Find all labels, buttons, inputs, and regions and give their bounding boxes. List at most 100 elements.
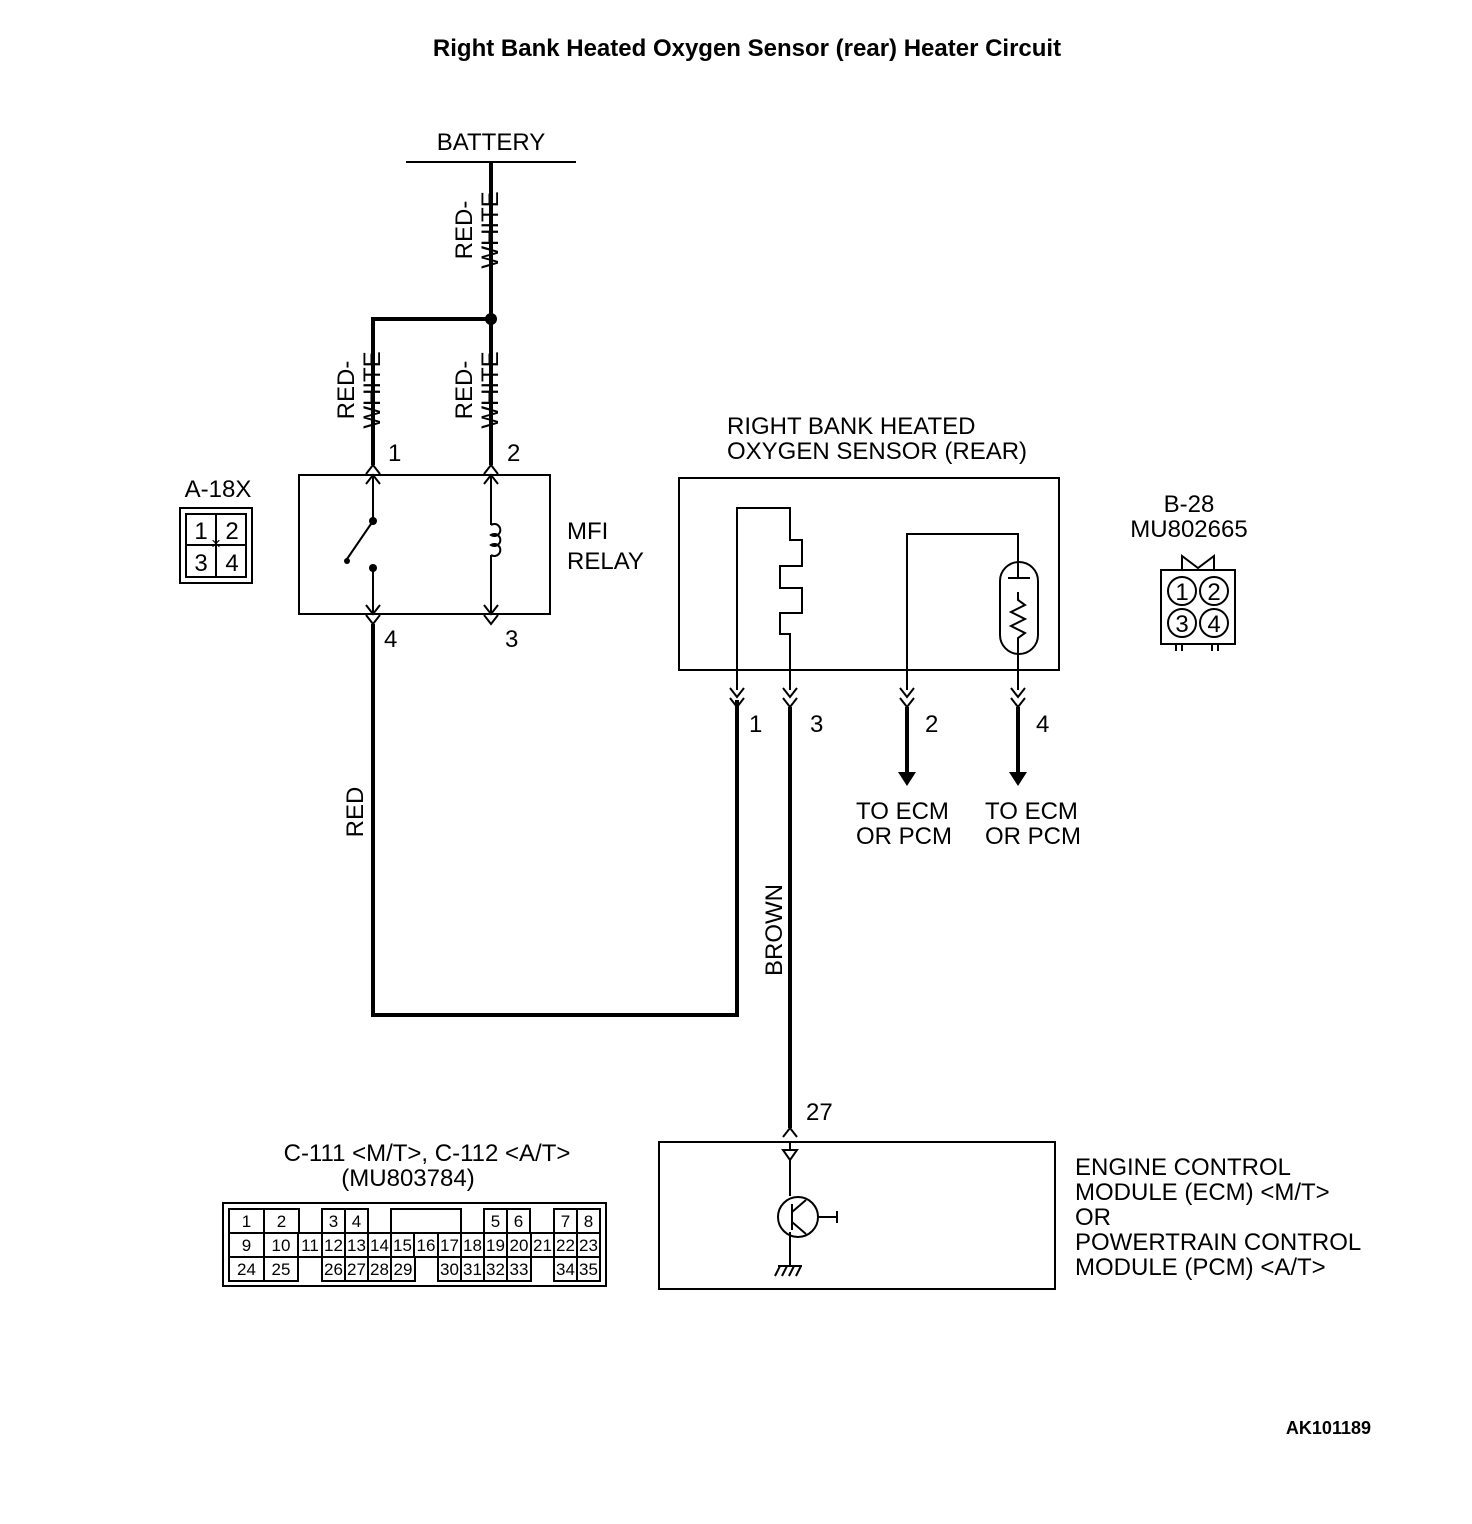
- svg-text:WHITE: WHITE: [359, 351, 386, 428]
- wire-label-relay-pin2: RED- WHITE: [451, 351, 504, 428]
- wire-label-red: RED: [342, 787, 369, 838]
- relay-pin2-arrow: [483, 463, 499, 475]
- connector-c111-pin: 11: [301, 1236, 319, 1255]
- oxygen-sensor-label: RIGHT BANK HEATED: [727, 413, 975, 440]
- svg-text:MODULE (ECM) <M/T>: MODULE (ECM) <M/T>: [1075, 1179, 1330, 1206]
- connector-c111-pin: 18: [463, 1236, 482, 1255]
- sensor-pin3-label: 3: [810, 711, 823, 738]
- connector-c111-pin: 9: [242, 1236, 251, 1255]
- sensor-pin2-label: 2: [925, 711, 938, 738]
- connector-c111-part: (MU803784): [341, 1165, 474, 1192]
- svg-text:OR PCM: OR PCM: [856, 823, 952, 850]
- svg-text:3: 3: [1175, 611, 1188, 638]
- connector-c111-pin: 25: [272, 1260, 291, 1279]
- svg-text:2: 2: [1207, 579, 1220, 606]
- svg-text:1: 1: [194, 518, 207, 545]
- connector-c111-pin: 4: [352, 1212, 361, 1231]
- sensing-lead: [906, 533, 1019, 690]
- svg-text:WHITE: WHITE: [477, 191, 504, 268]
- output-label-2: TO ECM: [985, 798, 1078, 825]
- ecm-pin27-label: 27: [806, 1099, 833, 1126]
- sensor-pin1-arrow: [729, 687, 745, 699]
- relay-pin4-label: 4: [384, 626, 397, 653]
- connector-c111-cell: [263, 1256, 299, 1282]
- connector-c111-pin: 13: [347, 1236, 366, 1255]
- relay-coil: [489, 523, 502, 557]
- connector-c111-pin: 17: [440, 1236, 459, 1255]
- svg-text:RELAY: RELAY: [567, 548, 644, 575]
- figure-code: AK101189: [1286, 1418, 1371, 1438]
- connector-c111-pin: 26: [324, 1260, 343, 1279]
- connector-c111-pin: 23: [579, 1236, 598, 1255]
- oxygen-sensor: RIGHT BANK HEATED OXYGEN SENSOR (REAR) 1…: [678, 413, 1081, 850]
- connector-c111-cell: [576, 1256, 601, 1282]
- connector-c111-pin: 28: [370, 1260, 389, 1279]
- connector-c111-code: C-111 <M/T>, C-112 <A/T>: [284, 1140, 571, 1167]
- relay-pin3-label: 3: [505, 626, 518, 653]
- connector-c111-pin: 21: [533, 1236, 552, 1255]
- relay-switch-blade: [346, 520, 374, 560]
- mfi-relay-box: [298, 474, 551, 615]
- mfi-relay-label: MFI: [567, 518, 608, 545]
- connector-c111-pin: 24: [237, 1260, 256, 1279]
- svg-text:OR: OR: [1075, 1204, 1111, 1231]
- svg-text:POWERTRAIN CONTROL: POWERTRAIN CONTROL: [1075, 1229, 1361, 1256]
- connector-b28-part: MU802665: [1130, 516, 1247, 543]
- battery: BATTERY: [406, 129, 576, 163]
- relay-pin2-label: 2: [507, 440, 520, 467]
- svg-text:OR PCM: OR PCM: [985, 823, 1081, 850]
- connector-c111-pin: 19: [486, 1236, 505, 1255]
- svg-text:4: 4: [1207, 611, 1220, 638]
- sensor-pin4-arrow: [1010, 687, 1026, 699]
- relay-pin1-label: 1: [388, 440, 401, 467]
- svg-text:BROWN: BROWN: [761, 884, 788, 976]
- ecm-box: [658, 1141, 1056, 1290]
- connector-c111-pin: 32: [486, 1260, 505, 1279]
- wire-brown: BROWN 27: [761, 707, 833, 1138]
- svg-text:3: 3: [194, 550, 207, 577]
- svg-text:RED-: RED-: [451, 201, 478, 260]
- connector-c111-pin: 12: [324, 1236, 343, 1255]
- connector-c111-pin: 1: [242, 1212, 251, 1231]
- connector-c111-pin: 6: [514, 1212, 523, 1231]
- connector-c111-pin: 3: [329, 1212, 338, 1231]
- wire-battery-feed: RED- WHITE RED- WHITE RED- WHITE: [333, 162, 504, 465]
- svg-text:RED: RED: [342, 787, 369, 838]
- connector-c111-pin: 34: [556, 1260, 575, 1279]
- connector-b28: B-28 MU802665 1 2 3 4: [1130, 491, 1248, 651]
- connector-c111-pin: 29: [394, 1260, 413, 1279]
- output-label-1: TO ECM: [856, 798, 949, 825]
- ecm-transistor: [777, 1196, 819, 1238]
- svg-text:OXYGEN SENSOR (REAR): OXYGEN SENSOR (REAR): [727, 438, 1027, 465]
- connector-c111-pin: 31: [463, 1260, 482, 1279]
- splice-dot: [485, 313, 497, 325]
- wire-label-relay-pin1: RED- WHITE: [333, 351, 386, 428]
- relay-pin1-arrow: [365, 463, 381, 475]
- connector-c111-pin: 5: [491, 1212, 500, 1231]
- wire-label-battery-feed: RED- WHITE: [451, 191, 504, 268]
- ecm-pin27-arrow: [782, 1126, 798, 1138]
- sensor-pin1-label: 1: [749, 711, 762, 738]
- connector-c111-pin: 35: [579, 1260, 598, 1279]
- diagram-title: Right Bank Heated Oxygen Sensor (rear) H…: [433, 35, 1061, 62]
- connector-c111-pin: 30: [440, 1260, 459, 1279]
- connector-c111-pin: 20: [510, 1236, 529, 1255]
- connector-c111-pin: 33: [510, 1260, 529, 1279]
- connector-c111-pin: 2: [277, 1212, 286, 1231]
- connector-c111-pin: 7: [561, 1212, 570, 1231]
- wire-red: RED: [342, 624, 739, 1017]
- connector-c111-pin: 10: [272, 1236, 291, 1255]
- connector-b28-code: B-28: [1164, 491, 1215, 518]
- connector-c111-pin: 22: [556, 1236, 575, 1255]
- svg-text:WHITE: WHITE: [477, 351, 504, 428]
- connector-c111-pin: 8: [584, 1212, 593, 1231]
- svg-text:1: 1: [1175, 579, 1188, 606]
- connector-c111-cell: [390, 1256, 416, 1282]
- connector-c111-pin: 16: [417, 1236, 436, 1255]
- connector-c111-key: [390, 1208, 462, 1234]
- oxygen-sensor-box: [678, 477, 1060, 671]
- connector-c111-pin: 27: [347, 1260, 366, 1279]
- mfi-relay: MFI RELAY 1 2 4 3: [298, 440, 644, 653]
